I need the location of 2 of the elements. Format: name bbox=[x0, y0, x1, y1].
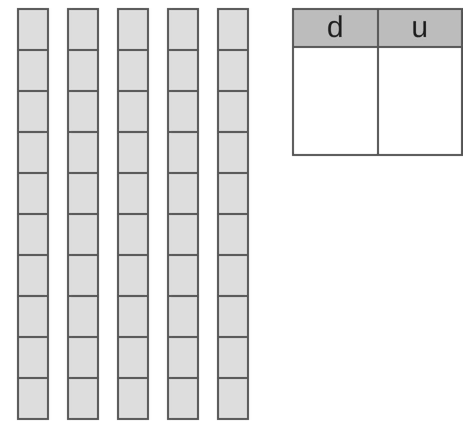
column-header: d bbox=[293, 9, 378, 47]
column-header: u bbox=[378, 9, 462, 47]
